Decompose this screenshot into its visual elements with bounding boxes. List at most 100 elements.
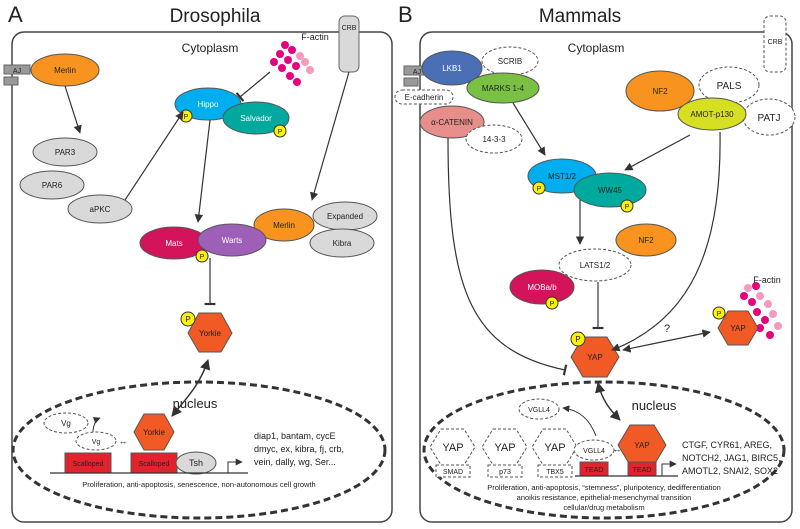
lats-node [558,248,632,282]
yap-node [570,336,620,378]
marks-label: MARKS 1-4 [482,84,525,93]
f-actin-label-b: F-actin [753,275,781,285]
outcome-text-b-3: cellular/drug metabolism [563,503,644,512]
nf2-node-2 [615,223,677,257]
panel-a-title: Drosophila [170,6,261,27]
vg-free-label: Vg [61,419,71,428]
marks-node [466,72,540,104]
lkb1-label: LKB1 [442,64,462,73]
vg-bound-label: Vg [92,439,101,446]
outcome-text-b-2: anoikis resistance, epithelial-mesenchym… [517,493,692,502]
mst-label: MST1/2 [548,172,577,181]
crb-b [763,15,787,73]
par6-node [19,170,85,200]
arrow-yap-nuclear [595,381,621,421]
vg-free-node [43,412,89,434]
scalloped-label-2: Scalloped [139,461,170,468]
f-actin-label-a: F-actin [301,32,329,42]
aj-label-b: AJ [413,69,421,76]
arrow-crb-merlin [310,71,350,201]
p1433-label: 14-3-3 [482,135,506,144]
aj-junction-b-lower [403,77,419,87]
ecadherin-label: E-cadherin [405,93,444,102]
vgll4-free-node [518,398,560,420]
par6-label: PAR6 [42,181,63,190]
acatenin-label: α-CATENIN [431,118,473,127]
target-genes-b-3: AMOTL2, SNAI2, SOX2 [682,466,778,476]
yap-smad-label: YAP [442,442,463,454]
nucleus-label-b: nucleus [632,398,677,413]
aj-label-a: AJ [13,68,21,75]
yorkie-nuclear-node [133,413,175,451]
arrow-vgll4-release [562,405,597,437]
target-genes-b-2: NOTCH2, JAG1, BIRC5, [682,453,781,463]
ecadherin-node [394,89,454,105]
salvador-node [222,101,290,135]
apkc-node [67,194,133,224]
phospho-yorkie-label: P [185,315,190,324]
f-actin-b [740,282,782,339]
target-genes-b-1: CTGF, CYR61, AREG, [682,440,772,450]
phospho-moba-label: P [550,301,555,308]
panel-b-letter: B [398,2,413,27]
warts-label: Warts [222,236,243,245]
phospho-warts-label: P [200,254,205,261]
vgll4-bound-label: VGLL4 [583,448,605,455]
yorkie-nuclear-label: Yorkie [143,428,165,437]
inhibit-factin-hippo [235,71,271,102]
phospho-moba [545,296,559,310]
cytoplasm-label-b: Cytoplasm [568,41,625,55]
aj-junction-a-lower [3,76,19,86]
nf2-label-2: NF2 [638,236,654,245]
arrow-amot-ww45 [624,134,691,171]
phospho-ww45-label: P [625,204,630,211]
merlin-label-a: Merlin [54,66,76,75]
tbx5-label: TBX5 [546,469,564,476]
tbx5-box [537,464,573,478]
phospho-salvador-label: P [278,129,283,136]
phospho-yorkie [180,311,196,327]
nf2-node [625,70,695,112]
nucleus-label-a: nucleus [173,396,218,411]
question-mark: ? [664,323,670,335]
crb-label-b: CRB [768,39,783,46]
yorkie-label: Yorkie [199,329,221,338]
cytoplasm-label-a: Cytoplasm [182,41,239,55]
outcome-text-b-1: Proliferation, anti-apoptosis, “stemness… [487,483,721,492]
warts-node [197,223,267,257]
arrow-yap-actin [622,329,711,353]
nf2-label: NF2 [652,87,668,96]
smad-box [435,464,471,478]
f-actin-a [270,41,314,86]
vg-bound-node [75,431,117,451]
outcome-text-a: Proliferation, anti-apoptosis, senescenc… [82,480,315,489]
phospho-yap [570,331,586,347]
ww45-label: WW45 [598,186,623,195]
ww45-node [573,172,647,208]
phospho-salvador [273,124,287,138]
kibra-node [309,228,375,258]
kibra-label: Kibra [333,239,352,248]
phospho-yap-actin-label: P [717,311,722,318]
par3-label: PAR3 [55,148,76,157]
phospho-ww45 [620,199,634,213]
hippo-label: Hippo [198,100,219,109]
phospho-warts [195,249,209,263]
exchange-arrow-a: ↔ [119,436,128,446]
target-genes-a-2: dmyc, ex, kibra, fj, crb, [254,444,344,454]
tead-label-2: TEAD [633,467,652,474]
transcription-arrow-a [227,458,243,473]
tsh-node [175,451,217,475]
crb-label-a: CRB [342,25,357,32]
aj-junction-a [3,64,31,75]
lats-label: LATS1/2 [580,261,611,270]
yap-tbx5-label: YAP [544,442,565,454]
yap-label: YAP [587,353,602,362]
tsh-label: Tsh [189,458,203,468]
arrow-hippo-warts [194,119,211,223]
arrow-merlin-par3 [64,85,82,134]
inhibit-acatenin-yap [447,137,568,376]
amot-node [677,97,747,131]
scrib-label: SCRIB [498,57,522,66]
p73-label: p73 [499,469,511,476]
